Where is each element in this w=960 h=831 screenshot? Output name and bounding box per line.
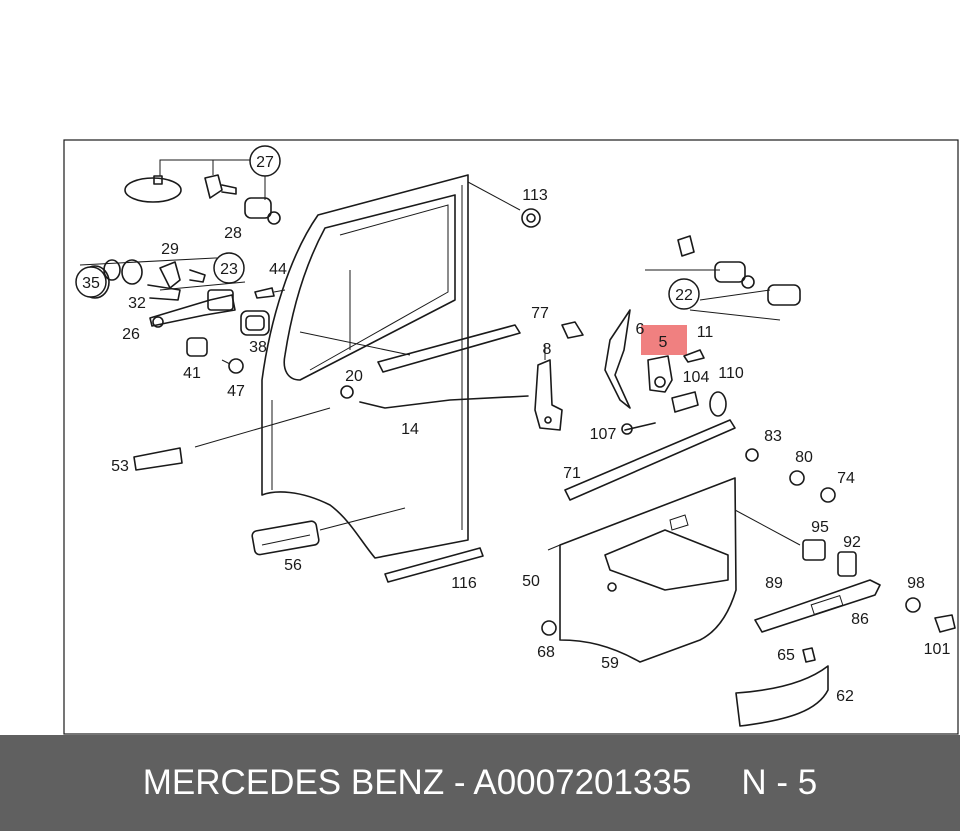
part-62-pocket	[735, 665, 829, 727]
label-101: 101	[924, 641, 951, 658]
part-92-cover	[837, 551, 857, 577]
label-38: 38	[249, 339, 267, 356]
label-86: 86	[851, 611, 869, 628]
part-56-grille	[251, 520, 320, 556]
label-95: 95	[811, 519, 829, 536]
label-83: 83	[764, 428, 782, 445]
label-8: 8	[543, 341, 552, 358]
label-28: 28	[224, 225, 242, 242]
label-41: 41	[183, 365, 201, 382]
label-110: 110	[718, 365, 744, 382]
part-5-lock	[647, 355, 673, 393]
label-80: 80	[795, 449, 813, 466]
footer-bar: MERCEDES BENZ - A0007201335 N - 5	[0, 735, 960, 831]
part-47-screw	[228, 358, 244, 374]
part-110-shim	[709, 391, 727, 417]
part-22-cylinders	[645, 235, 801, 321]
part-8-latch	[534, 345, 563, 431]
part-27-keys	[124, 159, 281, 225]
part-83-washer	[745, 448, 759, 462]
label-20: 20	[345, 368, 363, 385]
label-35: 35	[82, 275, 100, 292]
part-71-rail	[564, 419, 736, 501]
parts-diagram: 27 28 113 29 23 44 35 32 26 38 41 47 77 …	[63, 139, 959, 735]
label-29: 29	[161, 241, 179, 258]
part-20-clip	[340, 385, 354, 399]
part-113-grommet	[521, 208, 541, 228]
label-92: 92	[843, 534, 861, 551]
part-41-cap	[186, 337, 208, 357]
label-47: 47	[227, 383, 245, 400]
label-104: 104	[683, 369, 710, 386]
label-5: 5	[659, 334, 668, 351]
part-107-screw	[624, 422, 656, 431]
label-59: 59	[601, 655, 619, 672]
part-65-clip	[802, 647, 816, 663]
label-23: 23	[220, 261, 238, 278]
part-95-handle	[802, 539, 826, 561]
label-56: 56	[284, 557, 302, 574]
label-26: 26	[122, 326, 140, 343]
highlight-box	[641, 325, 687, 355]
label-22: 22	[675, 287, 693, 304]
label-116: 116	[451, 575, 477, 592]
diagram-frame	[63, 139, 959, 735]
label-circles	[75, 145, 700, 310]
label-89: 89	[765, 575, 783, 592]
label-53: 53	[111, 458, 129, 475]
label-50: 50	[522, 573, 540, 590]
part-38-bezel	[240, 310, 270, 336]
part-80-screw	[789, 470, 805, 486]
part-101-cap	[934, 614, 956, 633]
label-14: 14	[401, 421, 419, 438]
part-98-screw	[905, 597, 921, 613]
part-77-strip	[377, 324, 521, 373]
footer-title: MERCEDES BENZ - A0007201335	[142, 763, 692, 802]
label-77: 77	[531, 305, 549, 322]
part-14-rod	[359, 395, 529, 409]
label-27: 27	[256, 154, 274, 171]
label-65: 65	[777, 647, 795, 664]
part-59-panel	[547, 477, 737, 663]
label-113: 113	[522, 187, 548, 204]
label-68: 68	[537, 644, 555, 661]
label-11: 11	[697, 324, 714, 341]
label-107: 107	[590, 426, 617, 443]
label-6: 6	[636, 321, 645, 338]
part-26-linkage	[149, 287, 286, 328]
label-62: 62	[836, 688, 854, 705]
part-68-clip	[541, 620, 557, 636]
footer-ref: N - 5	[741, 763, 818, 802]
part-104-plate	[671, 391, 699, 413]
part-6-bracket	[604, 309, 631, 409]
door-shell	[261, 174, 469, 559]
part-53-trim	[133, 447, 183, 471]
part-74-clip	[820, 487, 836, 503]
part-116-sill	[384, 547, 484, 583]
label-44: 44	[269, 261, 287, 278]
label-32: 32	[128, 295, 146, 312]
part-11-bolt	[683, 349, 705, 363]
part-86-bracket	[754, 579, 881, 633]
label-71: 71	[563, 465, 581, 482]
label-98: 98	[907, 575, 925, 592]
label-74: 74	[837, 470, 855, 487]
